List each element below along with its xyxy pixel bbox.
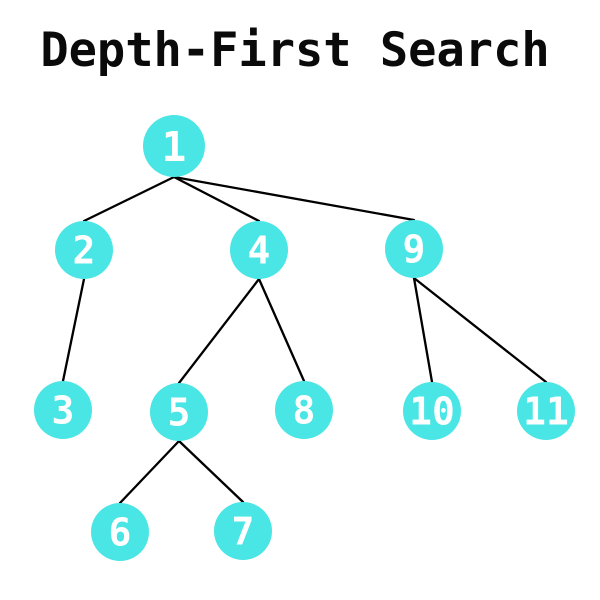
tree-edge-4-8 <box>257 277 306 383</box>
tree-edge-5-7 <box>177 439 245 504</box>
node-label-3: 3 <box>52 389 75 433</box>
tree-node-11: 11 <box>517 382 575 440</box>
node-circle-7 <box>214 502 272 560</box>
node-label-8: 8 <box>293 389 316 433</box>
node-label-6: 6 <box>109 511 132 555</box>
node-circle-2 <box>55 221 113 279</box>
node-circle-10 <box>403 382 461 440</box>
tree-edge-1-4 <box>172 175 261 223</box>
tree-edge-1-2 <box>82 175 176 223</box>
node-circle-6 <box>91 503 149 561</box>
node-circle-5 <box>150 383 208 441</box>
page-title: Depth-First Search <box>40 23 550 78</box>
node-label-10: 10 <box>409 390 455 434</box>
node-label-4: 4 <box>248 229 271 273</box>
node-circle-11 <box>517 382 575 440</box>
node-circle-9 <box>385 220 443 278</box>
tree-node-6: 6 <box>91 503 149 561</box>
node-circle-3 <box>34 381 92 439</box>
tree-edge-9-11 <box>412 276 548 384</box>
tree-node-9: 9 <box>385 220 443 278</box>
tree-node-1: 1 <box>143 115 205 177</box>
tree-node-3: 3 <box>34 381 92 439</box>
tree-node-4: 4 <box>230 221 288 279</box>
tree-edge-5-6 <box>118 439 181 505</box>
node-circle-4 <box>230 221 288 279</box>
tree-node-10: 10 <box>403 382 461 440</box>
tree-edge-1-9 <box>172 175 416 222</box>
node-circle-8 <box>275 381 333 439</box>
tree-edge-2-3 <box>61 277 86 383</box>
node-label-11: 11 <box>523 390 569 434</box>
node-label-2: 2 <box>73 229 96 273</box>
tree-node-7: 7 <box>214 502 272 560</box>
node-label-1: 1 <box>162 123 187 171</box>
tree-edge-9-10 <box>412 276 434 384</box>
node-circle-1 <box>143 115 205 177</box>
tree-node-5: 5 <box>150 383 208 441</box>
node-label-9: 9 <box>403 228 426 272</box>
tree-node-8: 8 <box>275 381 333 439</box>
node-label-7: 7 <box>232 510 255 554</box>
tree-node-2: 2 <box>55 221 113 279</box>
node-label-5: 5 <box>168 391 191 435</box>
tree-edge-4-5 <box>177 277 261 385</box>
